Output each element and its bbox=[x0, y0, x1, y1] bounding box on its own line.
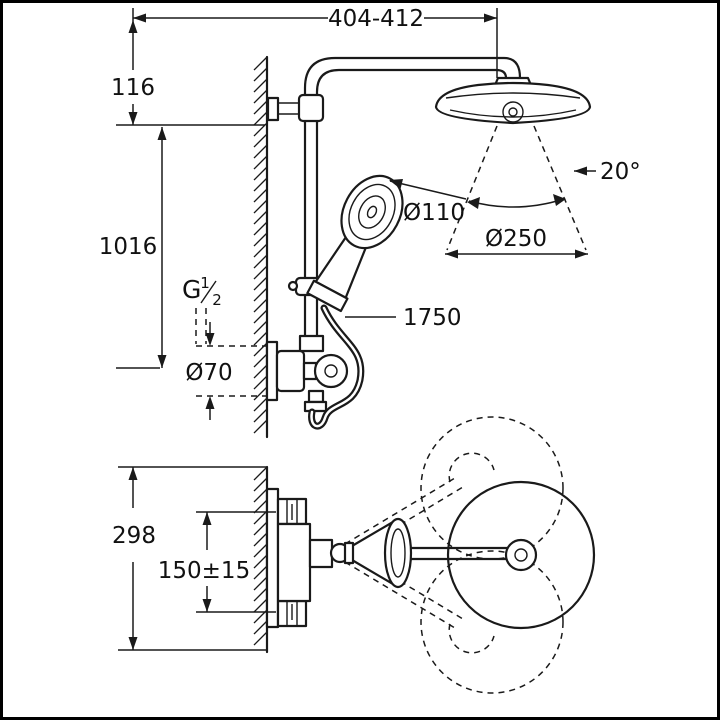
dim-supply-distance: 150±15 bbox=[158, 504, 293, 620]
thread-numerator: 1 bbox=[200, 274, 210, 292]
dim-label-hose-length: 1750 bbox=[403, 305, 462, 331]
valve-plan bbox=[265, 487, 351, 629]
valve-body bbox=[275, 349, 306, 393]
hand-shower-face bbox=[340, 174, 404, 250]
head-disc bbox=[434, 81, 592, 125]
riser-pipe bbox=[297, 56, 522, 338]
dimensions-plan: 298 150±15 bbox=[112, 466, 293, 651]
overhead-shower bbox=[434, 76, 592, 125]
wall-bracket bbox=[266, 96, 300, 122]
dim-thread: G 1 2 bbox=[182, 274, 222, 344]
dimensions-front: 404-412 116 1016 20° bbox=[99, 6, 641, 420]
dim-head-diameter: Ø250 bbox=[445, 226, 588, 259]
union-nut bbox=[298, 334, 325, 353]
valve-front bbox=[265, 334, 349, 413]
shower-hose bbox=[308, 304, 365, 430]
dim-head-offset: 404-412 bbox=[132, 6, 498, 78]
head-shower-plan bbox=[446, 480, 596, 630]
front-view bbox=[253, 55, 592, 439]
wall-plan bbox=[253, 465, 269, 654]
dim-label-head-offset: 404-412 bbox=[328, 6, 424, 32]
dim-top-clearance: 116 bbox=[111, 20, 265, 126]
dim-spray-angle: 20° bbox=[446, 125, 641, 251]
dim-label-head-diameter: Ø250 bbox=[485, 226, 547, 252]
hose-outlet bbox=[303, 400, 328, 413]
dim-escutcheon-diameter: Ø70 bbox=[185, 322, 268, 420]
thread-denominator: 2 bbox=[212, 291, 222, 309]
dim-label-escutcheon-diameter: Ø70 bbox=[185, 360, 232, 386]
thread-letter: G bbox=[182, 275, 201, 304]
diverter-knob bbox=[313, 353, 349, 389]
dim-label-top-clearance: 116 bbox=[111, 75, 155, 101]
dim-label-hand-shower-diameter: Ø110 bbox=[403, 200, 465, 226]
dim-hose-length: 1750 bbox=[345, 305, 462, 331]
dim-valve-depth: 298 bbox=[112, 466, 266, 651]
valve-body-plan bbox=[276, 522, 312, 603]
dim-label-riser-height: 1016 bbox=[99, 234, 158, 260]
dim-label-supply-distance: 150±15 bbox=[158, 558, 250, 584]
hand-shower bbox=[306, 174, 404, 313]
dim-label-valve-depth: 298 bbox=[112, 523, 156, 549]
dim-riser-height: 1016 bbox=[99, 127, 167, 369]
wall-front bbox=[253, 55, 269, 439]
dim-label-spray-angle: 20° bbox=[600, 159, 641, 185]
escutcheon-plan bbox=[265, 487, 280, 629]
plan-view bbox=[253, 416, 596, 694]
hand-shower-nut bbox=[306, 279, 349, 313]
dim-hand-shower-diameter: Ø110 bbox=[389, 179, 467, 226]
hand-shower-plan bbox=[343, 517, 413, 589]
escutcheon bbox=[265, 340, 279, 402]
pipe-clamp bbox=[297, 93, 325, 123]
